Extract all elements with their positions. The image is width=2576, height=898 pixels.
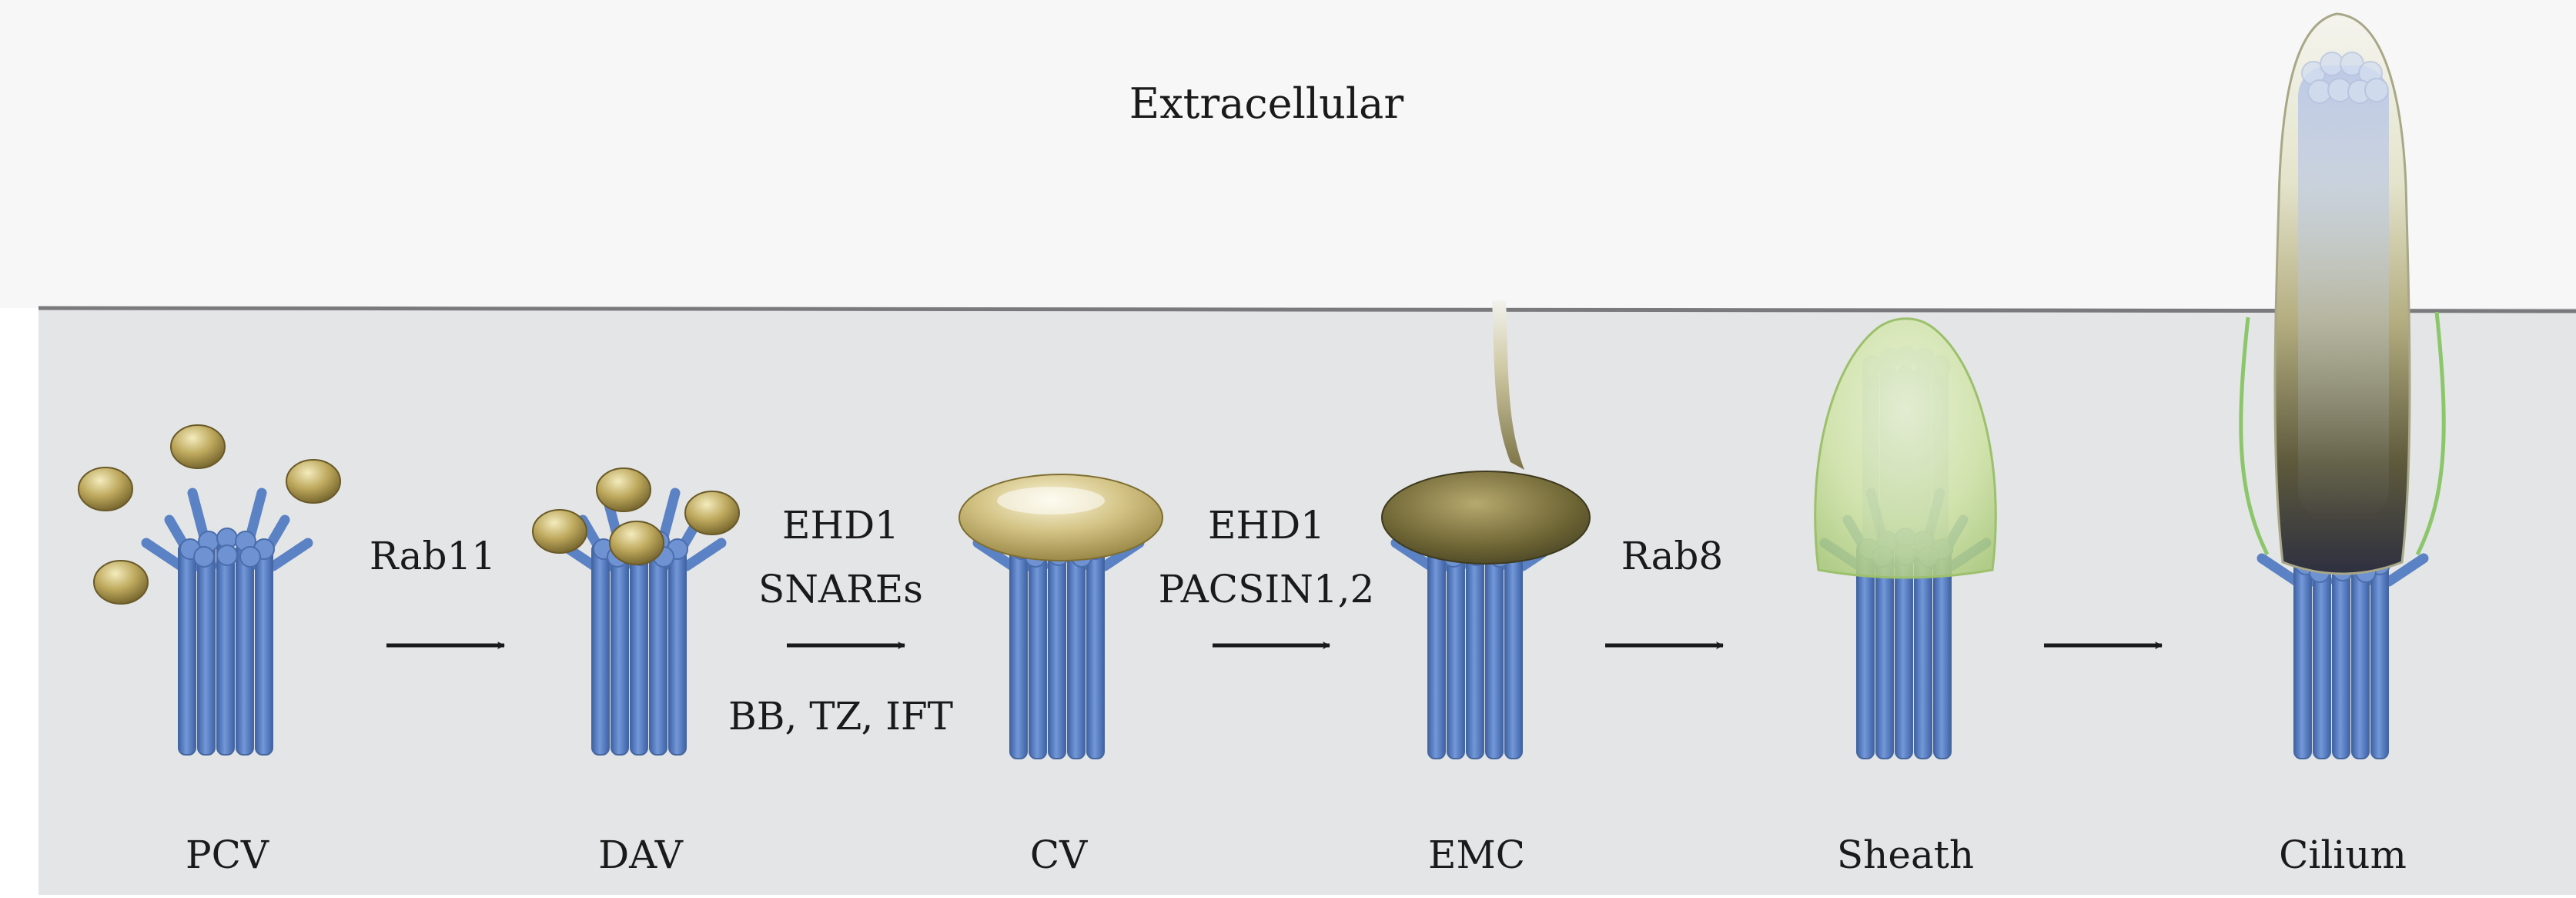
microtubule xyxy=(1466,542,1484,759)
extracellular-label: Extracellular xyxy=(1129,79,1404,128)
tubule-cross-section xyxy=(216,544,238,566)
transition-label-rab8: Rab8 xyxy=(1621,534,1724,578)
stage-cilium xyxy=(2239,12,2446,759)
microtubule xyxy=(2293,558,2312,759)
intracellular-region xyxy=(38,308,2576,895)
stage-sheath xyxy=(1814,317,1997,759)
stage-pcv xyxy=(78,424,341,756)
transition-fibre xyxy=(141,538,186,571)
vesicle xyxy=(78,467,133,511)
transition-label-rab11: Rab11 xyxy=(369,534,497,578)
left-margin xyxy=(0,308,38,895)
microtubule xyxy=(236,542,254,756)
stage-dav xyxy=(532,467,740,756)
transition-fibre xyxy=(681,538,727,571)
stage-label-cilium: Cilium xyxy=(2279,833,2407,877)
transition-fibre xyxy=(268,538,313,571)
microtubule xyxy=(611,542,629,756)
vesicle-highlight xyxy=(997,487,1105,514)
microtubule xyxy=(668,542,687,756)
microtubule xyxy=(1485,542,1504,759)
transition-label-pacsin: PACSIN1,2 xyxy=(1158,567,1375,612)
stage-emc xyxy=(1381,300,1591,759)
stage-label-cv: CV xyxy=(1029,833,1088,877)
microtubule xyxy=(1447,542,1465,759)
transition-label-ehd1-a: EHD1 xyxy=(781,503,900,548)
microtubule xyxy=(2332,558,2350,759)
microtubule xyxy=(216,542,235,756)
microtubule xyxy=(630,542,648,756)
basal-body-cap xyxy=(179,528,275,568)
microtubule xyxy=(1009,542,1028,759)
vesicle xyxy=(609,521,664,565)
cilium-axoneme xyxy=(2298,65,2389,520)
ciliary-pocket-right xyxy=(2415,311,2446,556)
vesicle xyxy=(684,491,740,535)
transition-label-bb-tz-ift: BB, TZ, IFT xyxy=(728,694,954,739)
transition-label-ehd1-b: EHD1 xyxy=(1207,503,1326,548)
microtubule xyxy=(178,542,196,756)
tubule-cross-section xyxy=(239,546,261,568)
microtubule xyxy=(2313,558,2331,759)
microtubule xyxy=(2351,558,2370,759)
vesicle xyxy=(93,560,149,605)
microtubule xyxy=(591,542,610,756)
microtubule xyxy=(1048,542,1066,759)
transition-fibre xyxy=(972,538,1018,571)
microtubule xyxy=(197,542,216,756)
microtubule xyxy=(1067,542,1086,759)
extracellular-region xyxy=(0,0,2576,308)
vesicle xyxy=(596,467,651,512)
ciliary-sheath xyxy=(1814,317,1997,579)
microtubule xyxy=(1086,542,1105,759)
extending-membrane-compartment xyxy=(1381,471,1591,565)
transition-fibre xyxy=(1390,538,1436,571)
stage-label-sheath: Sheath xyxy=(1836,833,1975,877)
transition-label-snares: SNAREs xyxy=(758,567,923,612)
cilium-tip-tubules xyxy=(2301,52,2389,104)
basal-body xyxy=(141,488,313,756)
transition-fibre xyxy=(2257,553,2302,587)
stage-label-emc: EMC xyxy=(1428,833,1525,877)
vesicle xyxy=(532,509,587,554)
microtubule xyxy=(1427,542,1446,759)
stage-label-dav: DAV xyxy=(598,833,683,877)
stage-cv xyxy=(958,474,1163,759)
microtubule xyxy=(1504,542,1523,759)
microtubule xyxy=(255,542,273,756)
tubule-cross-section xyxy=(193,546,215,568)
ciliary-pocket-left xyxy=(2239,317,2270,556)
membrane-stalk xyxy=(1492,300,1524,470)
vesicle xyxy=(286,459,341,504)
tip-tubule xyxy=(2364,78,2389,102)
plasma-membrane xyxy=(38,306,2576,313)
stage-label-pcv: PCV xyxy=(185,833,269,877)
microtubule xyxy=(2370,558,2389,759)
microtubule xyxy=(1029,542,1047,759)
vesicle xyxy=(170,424,226,469)
microtubule xyxy=(649,542,667,756)
transition-fibre xyxy=(2384,553,2429,587)
basal-body xyxy=(554,488,727,756)
